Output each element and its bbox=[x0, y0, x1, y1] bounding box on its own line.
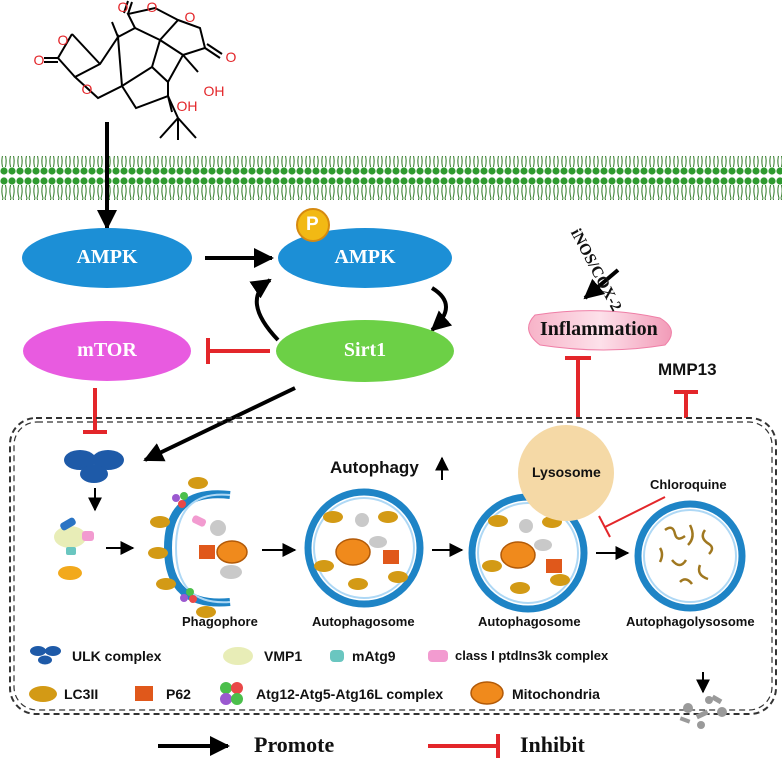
lysosome bbox=[518, 425, 614, 521]
mtor-label: mTOR bbox=[77, 339, 137, 361]
matg9-legend-label: mAtg9 bbox=[352, 648, 396, 664]
pi3k-legend-label: class I ptdIns3k complex bbox=[455, 648, 609, 663]
compound-structure bbox=[44, 0, 223, 140]
hydroxyl-label: OH bbox=[204, 83, 225, 99]
atg-legend-label: Atg12-Atg5-Atg16L complex bbox=[256, 686, 444, 702]
cell-membrane bbox=[0, 156, 782, 200]
p-ampk-node bbox=[278, 228, 452, 288]
mmp13-label: MMP13 bbox=[658, 360, 717, 379]
mtor-node bbox=[23, 321, 191, 381]
mito-legend-label: Mitochondria bbox=[512, 686, 600, 702]
pi3k-legend-icon bbox=[428, 650, 448, 662]
degraded-debris bbox=[679, 694, 727, 729]
ulk-cluster bbox=[64, 450, 124, 483]
p62-legend-icon bbox=[135, 686, 153, 701]
autophagosome-1 bbox=[304, 488, 424, 608]
p-ampk-label: AMPK bbox=[334, 246, 396, 268]
legend-icons bbox=[29, 646, 504, 705]
ampk-to-sirt1-curve-arrow bbox=[430, 286, 453, 332]
inos-to-inflammation-arrow bbox=[583, 268, 620, 300]
oxygen-label: O bbox=[147, 0, 158, 15]
sirt1-to-ulk-arrow bbox=[143, 386, 296, 462]
oxygen-label: O bbox=[185, 9, 196, 25]
matg9-legend-icon bbox=[330, 650, 344, 662]
chloroquine-inhibits-fusion bbox=[598, 496, 666, 538]
initiation-complex bbox=[54, 517, 94, 580]
sirt1-to-ampk-curve-arrow bbox=[249, 278, 280, 342]
oxygen-label: O bbox=[82, 81, 93, 97]
inhibit-key-label: Inhibit bbox=[520, 732, 585, 757]
autophagolysosome-label: Autophagolysosome bbox=[626, 614, 755, 629]
vmp1-legend-icon bbox=[223, 647, 253, 665]
phagophore bbox=[148, 477, 248, 618]
oxygen-label: O bbox=[118, 0, 129, 15]
p62-legend-label: P62 bbox=[166, 686, 191, 702]
sirt1-node bbox=[276, 320, 454, 382]
ampk-node bbox=[22, 228, 192, 288]
mito-legend-icon bbox=[470, 681, 504, 705]
lc3-legend-icon bbox=[29, 686, 57, 702]
lc3-legend-label: LC3II bbox=[64, 686, 99, 702]
autophagosome-2-label: Autophagosome bbox=[478, 614, 581, 629]
oxygen-label: O bbox=[58, 32, 69, 48]
promote-arrows bbox=[97, 122, 620, 462]
compound-atom-labels: O O O O O O O OH OH bbox=[34, 0, 237, 114]
chloroquine-label: Chloroquine bbox=[650, 477, 727, 492]
autophagolysosome bbox=[634, 500, 746, 612]
inhibit-key-line bbox=[428, 734, 500, 758]
inflammation-banner bbox=[528, 310, 672, 351]
vmp1-legend-label: VMP1 bbox=[264, 648, 303, 664]
ampk-label: AMPK bbox=[76, 246, 138, 268]
promote-key-label: Promote bbox=[254, 732, 335, 757]
oxygen-label: O bbox=[34, 52, 45, 68]
autophagosome-1-label: Autophagosome bbox=[312, 614, 415, 629]
oxygen-label: O bbox=[226, 49, 237, 65]
atg-legend-icon bbox=[220, 682, 243, 705]
ulk-legend-icon bbox=[30, 646, 61, 665]
hydroxyl-label: OH bbox=[177, 98, 198, 114]
lysosome-label: Lysosome bbox=[532, 464, 601, 480]
autophagosome-2 bbox=[468, 493, 588, 613]
autophagy-region bbox=[9, 417, 777, 715]
inflammation-label: Inflammation bbox=[540, 318, 658, 340]
phagophore-label: Phagophore bbox=[182, 614, 258, 629]
inhibit-lines bbox=[83, 338, 698, 434]
ulk-legend-label: ULK complex bbox=[72, 648, 162, 664]
phosphate-badge bbox=[296, 208, 330, 242]
phosphate-label: P bbox=[306, 214, 319, 235]
autophagy-label: Autophagy bbox=[330, 458, 419, 477]
sirt1-label: Sirt1 bbox=[343, 339, 387, 361]
